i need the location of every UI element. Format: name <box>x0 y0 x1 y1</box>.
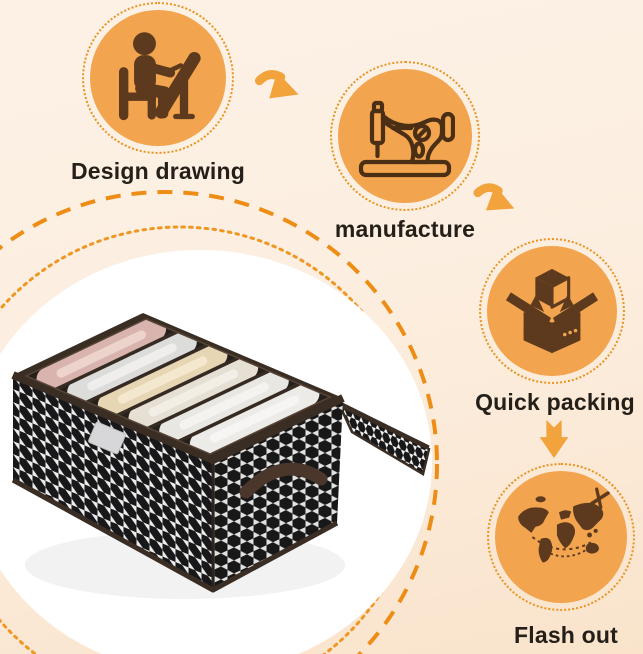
roll-highlight <box>179 382 269 430</box>
arrow-southeast-icon <box>473 183 515 211</box>
step2-circle <box>338 69 472 203</box>
product-photo <box>11 313 431 599</box>
rim-front-band <box>11 371 345 464</box>
fabric-handle <box>239 462 328 499</box>
step3-label: Quick packing <box>475 389 635 415</box>
bottom-trim <box>11 477 339 593</box>
box-left-face <box>13 375 213 590</box>
packing-box-icon <box>505 268 599 354</box>
label-patch <box>88 421 126 455</box>
roll-highlight <box>87 343 177 391</box>
roll-highlight <box>56 330 146 378</box>
sewing-machine-icon <box>358 100 455 178</box>
designer-drawing-icon <box>119 32 201 121</box>
step4-label: Flash out <box>513 622 619 648</box>
step4-dotted-ring <box>487 463 635 611</box>
step3-circle <box>487 246 617 376</box>
step1-dotted-ring <box>82 2 234 154</box>
airplane-icon <box>588 487 610 510</box>
roll-highlight <box>209 395 300 443</box>
flight-route-dashes <box>531 536 595 558</box>
strap-edge-line <box>335 399 430 449</box>
roll-highlight <box>148 369 238 417</box>
rolled-clothes <box>36 319 320 454</box>
decor-dashed-circle <box>0 190 439 654</box>
compartment-dividers <box>54 330 302 443</box>
arrow-down-icon <box>539 419 569 459</box>
step2-label: manufacture <box>334 216 476 242</box>
arrow-southeast-icon <box>254 69 299 99</box>
rim-inner-edge <box>24 318 332 455</box>
step1-label: Design drawing <box>70 158 246 184</box>
step3-dotted-ring <box>479 238 625 384</box>
step1-circle <box>90 10 226 146</box>
step4-circle <box>495 471 627 603</box>
roll-highlight <box>117 356 208 404</box>
world-shipping-icon <box>518 487 610 563</box>
houndstooth-strap <box>337 403 431 476</box>
step2-dotted-ring <box>330 61 480 211</box>
